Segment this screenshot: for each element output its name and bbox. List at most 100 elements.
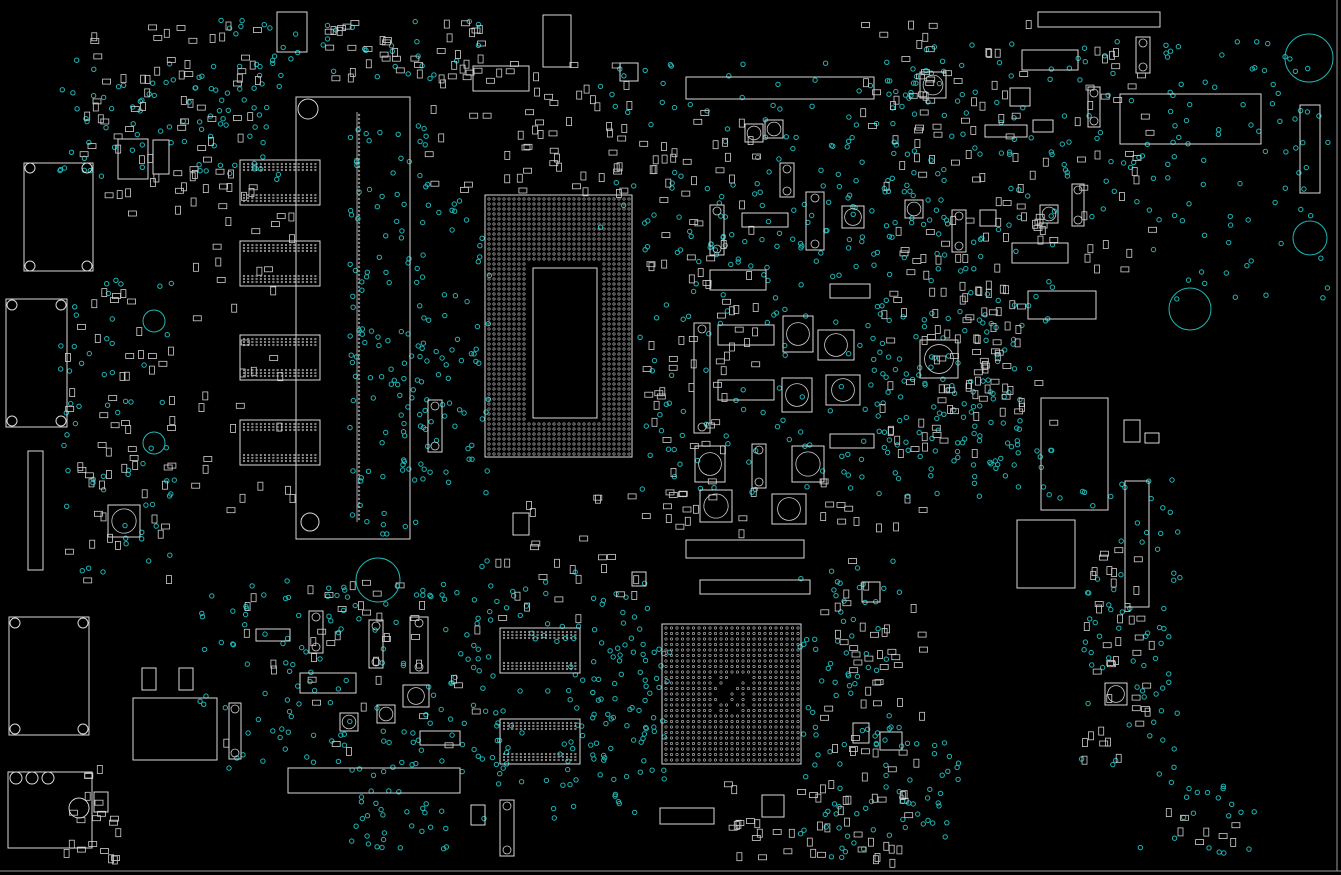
- passive-component: [79, 151, 89, 158]
- via-icon: [1086, 113, 1092, 119]
- passive-component: [1102, 54, 1108, 64]
- memory-ball: [305, 193, 309, 197]
- via-icon: [292, 31, 299, 37]
- via-icon: [427, 75, 433, 82]
- memory-ball: [301, 422, 304, 426]
- via-icon: [261, 592, 267, 598]
- via-icon: [430, 692, 437, 698]
- dimm-pin: [357, 433, 361, 437]
- via-icon: [790, 145, 796, 152]
- memory-ball: [305, 337, 309, 341]
- via-icon: [621, 73, 627, 79]
- dimm-pin: [357, 509, 361, 513]
- via-icon: [934, 250, 940, 257]
- dimm-pin: [357, 517, 361, 521]
- via-icon: [859, 159, 865, 165]
- via-icon: [927, 786, 933, 793]
- memory-ball: [247, 337, 250, 341]
- memory-ball: [289, 199, 292, 203]
- via-icon: [663, 302, 670, 308]
- via-icon: [420, 219, 426, 226]
- memory-ball: [272, 459, 275, 463]
- memory-ball: [263, 337, 267, 341]
- dimm-pin: [357, 453, 361, 457]
- passive-component: [1005, 133, 1015, 140]
- memory-ball: [293, 280, 296, 284]
- via-icon: [1166, 634, 1172, 640]
- memory-ball: [305, 422, 309, 426]
- via-icon: [500, 765, 506, 771]
- via-icon: [949, 133, 955, 139]
- via-icon: [285, 729, 291, 735]
- passive-component: [219, 183, 229, 190]
- via-icon: [168, 491, 174, 497]
- memory-chip-icon: [239, 159, 321, 206]
- via-icon: [850, 616, 856, 623]
- via-icon: [1325, 139, 1331, 146]
- memory-ball: [280, 280, 283, 284]
- via-icon: [790, 236, 796, 242]
- passive-component: [270, 286, 277, 296]
- via-icon: [349, 512, 356, 518]
- via-icon: [401, 729, 407, 735]
- memory-ball: [314, 168, 317, 172]
- passive-component: [659, 387, 666, 397]
- via-icon: [1048, 149, 1055, 155]
- via-icon: [1150, 175, 1157, 182]
- passive-component: [731, 785, 738, 795]
- via-icon: [1120, 160, 1127, 166]
- passive-component: [973, 369, 983, 376]
- via-icon: [972, 89, 978, 95]
- passive-component: [705, 279, 712, 289]
- passive-component: [906, 269, 916, 276]
- via-icon: [667, 61, 674, 68]
- via-icon: [815, 752, 821, 758]
- via-icon: [1202, 79, 1208, 85]
- passive-component: [391, 55, 401, 62]
- via-icon: [809, 212, 815, 219]
- via-icon: [383, 601, 389, 607]
- memory-ball: [251, 165, 254, 169]
- via-icon: [961, 401, 967, 407]
- memory-ball: [310, 246, 313, 250]
- via-icon: [995, 297, 1001, 304]
- memory-ball: [284, 459, 288, 463]
- via-icon: [783, 134, 789, 140]
- memory-ball: [540, 630, 543, 634]
- memory-ball: [284, 453, 288, 457]
- memory-ball: [310, 453, 313, 457]
- memory-ball: [272, 168, 275, 172]
- memory-ball: [301, 193, 304, 197]
- memory-ball: [293, 243, 296, 247]
- dimm-pin: [357, 241, 361, 245]
- memory-ball: [276, 165, 279, 169]
- via-icon: [426, 317, 432, 323]
- via-icon: [130, 121, 136, 127]
- via-icon: [1097, 129, 1104, 136]
- memory-ball: [289, 277, 292, 281]
- memory-ball: [280, 274, 283, 278]
- passive-component: [326, 640, 336, 646]
- passive-component: [919, 109, 929, 116]
- via-icon: [399, 467, 406, 473]
- memory-ball: [314, 459, 317, 463]
- via-icon: [1303, 164, 1310, 171]
- memory-ball: [259, 243, 262, 247]
- via-icon: [470, 702, 477, 708]
- memory-ball: [276, 277, 279, 281]
- memory-ball: [301, 456, 304, 460]
- passive-component: [105, 447, 112, 457]
- via-icon: [1165, 161, 1171, 168]
- dimm-pin: [357, 221, 361, 225]
- via-icon: [413, 519, 419, 525]
- via-icon: [168, 280, 175, 287]
- via-icon: [910, 80, 917, 86]
- via-icon: [299, 644, 305, 651]
- passive-component: [566, 117, 572, 126]
- memory-ball: [284, 425, 288, 429]
- via-icon: [1283, 149, 1289, 155]
- via-icon: [487, 608, 493, 615]
- memory-ball: [301, 168, 304, 172]
- via-icon: [971, 239, 977, 245]
- passive-component: [1106, 566, 1113, 575]
